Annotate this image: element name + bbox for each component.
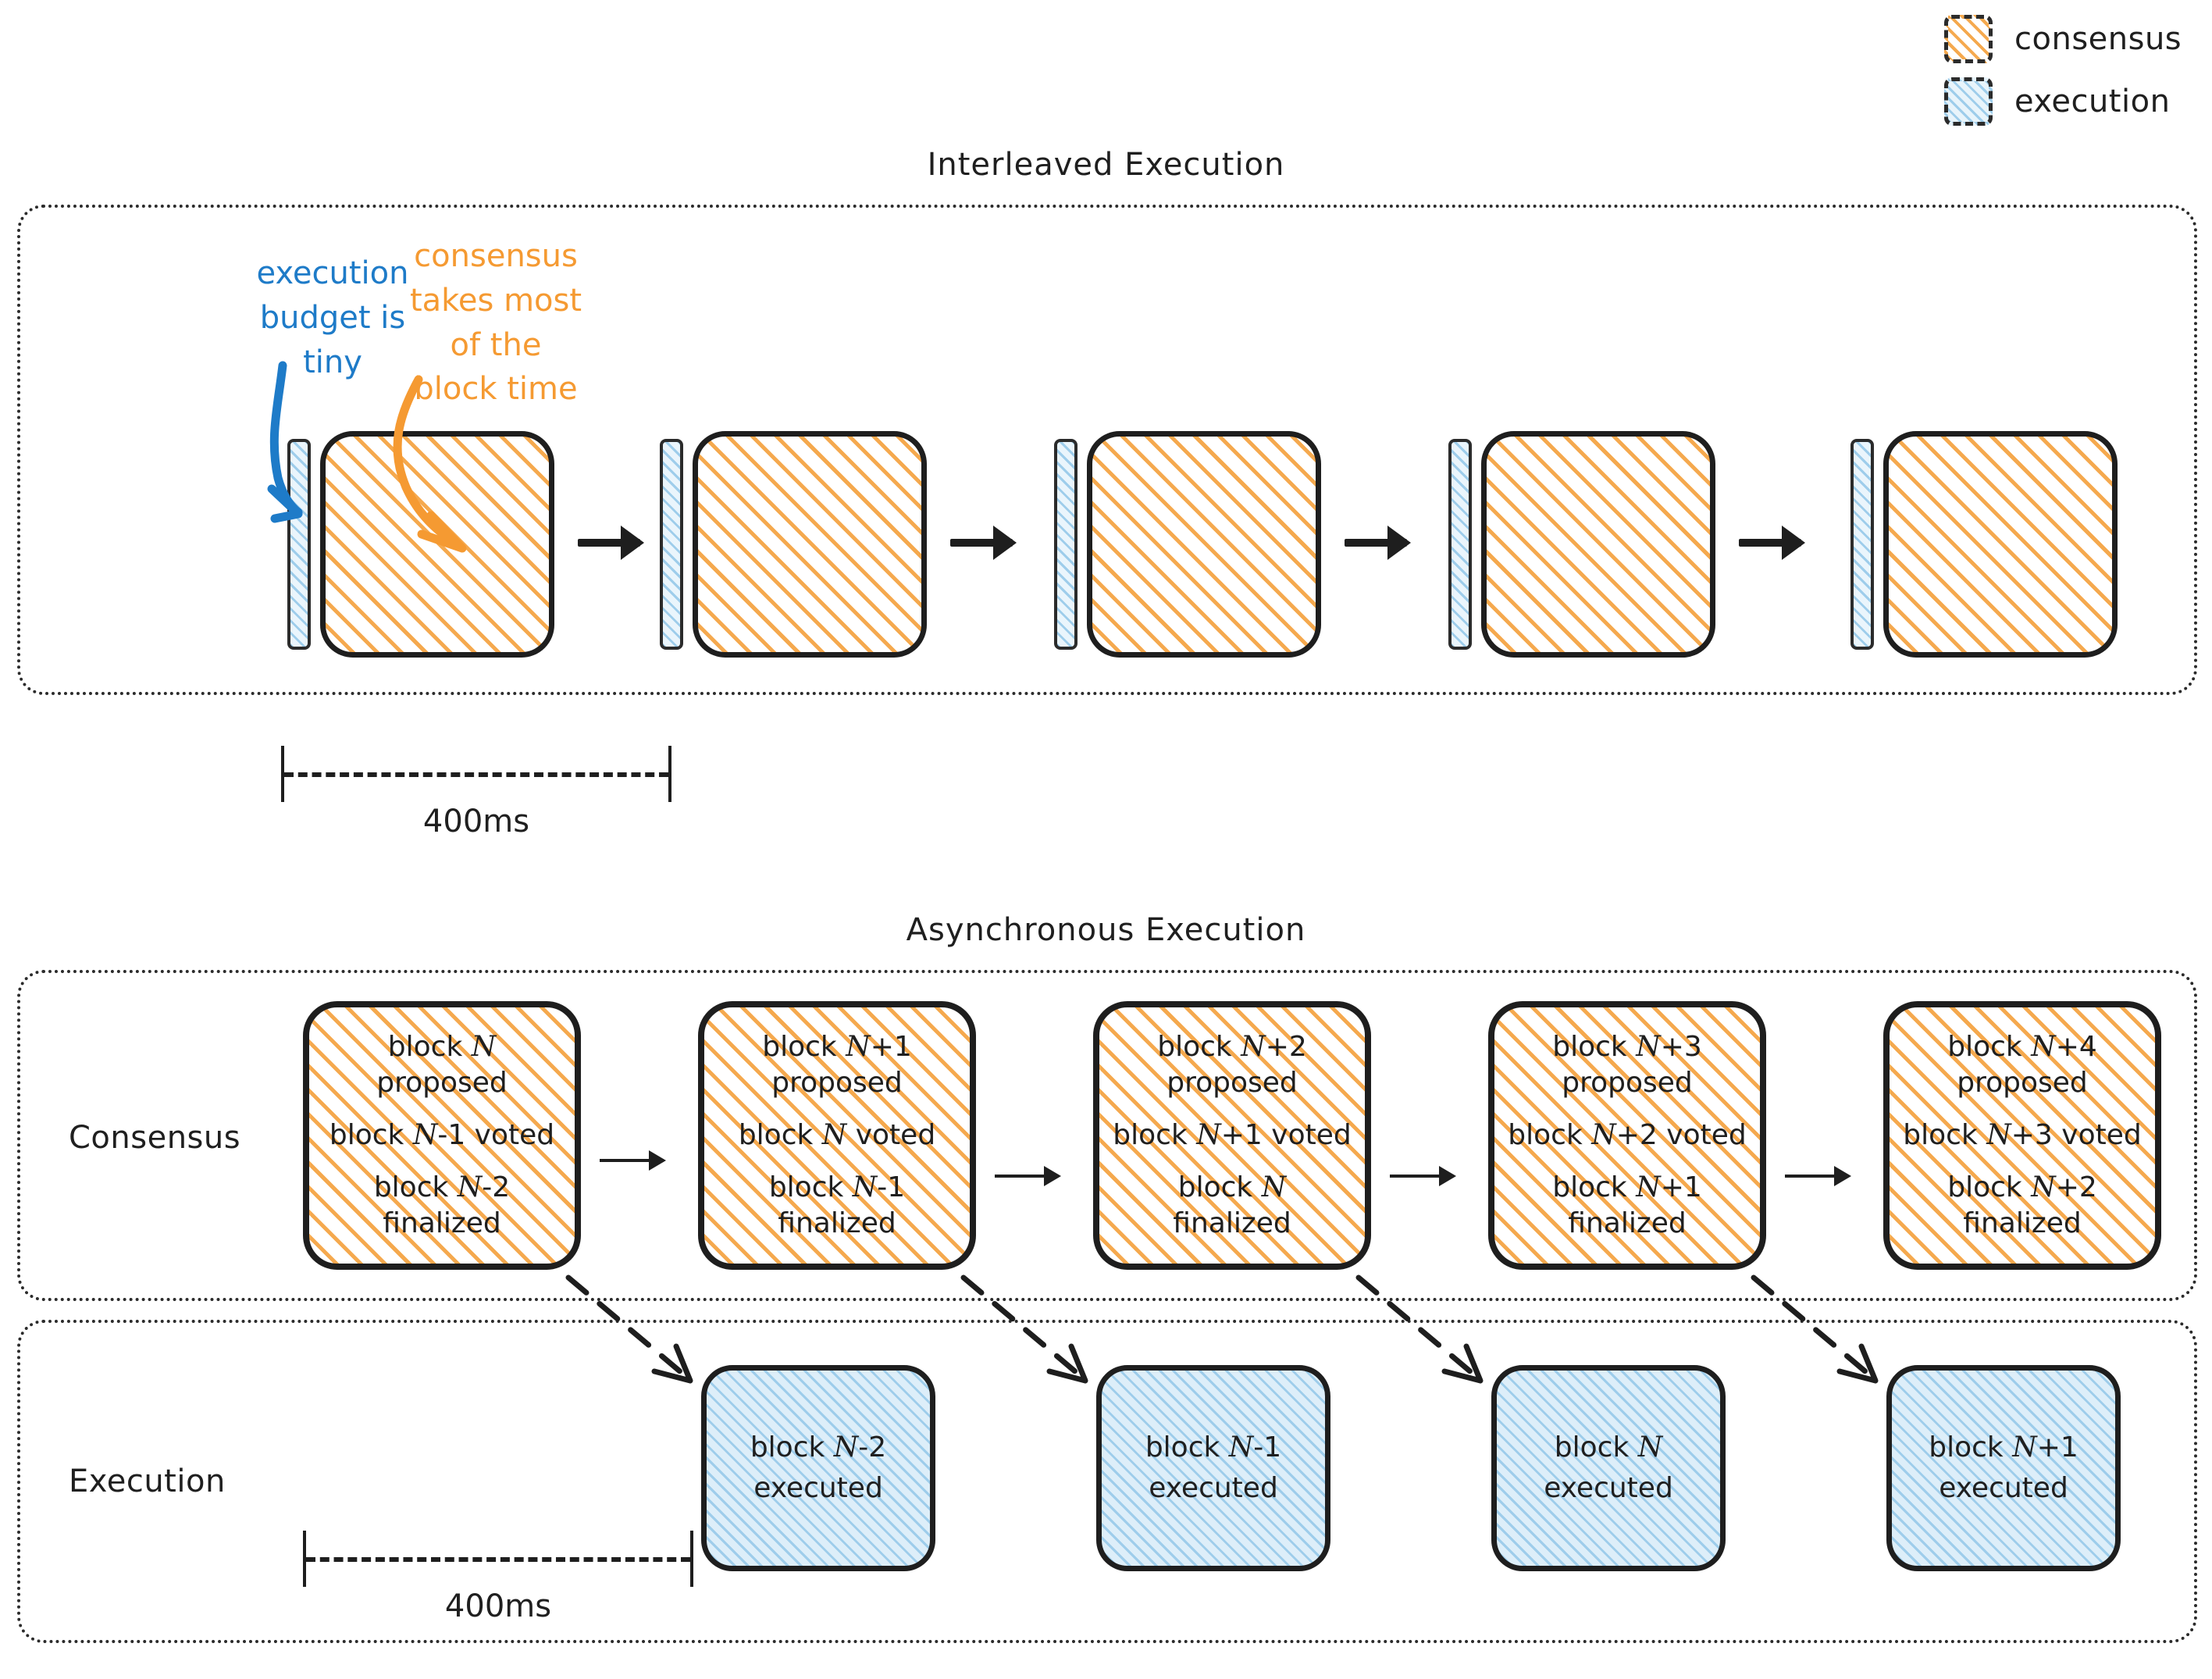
- scale-label-interleaved: 400ms: [422, 804, 530, 840]
- async-consensus-arrow-2: [995, 1166, 1061, 1186]
- execution-line-block: block N+1: [1929, 1431, 2078, 1463]
- consensus-line-voted: block N+2 voted: [1508, 1118, 1747, 1151]
- interleaved-execution-bar-3: [1054, 439, 1078, 650]
- execution-line-status: executed: [753, 1472, 883, 1504]
- legend-label-execution: execution: [2014, 84, 2171, 119]
- async-consensus-arrow-4: [1785, 1166, 1851, 1186]
- legend-item-execution: execution: [1944, 70, 2202, 133]
- async-execution-block-4: block N+1 executed: [1886, 1365, 2121, 1571]
- interleaved-consensus-block-1: [320, 431, 554, 658]
- section-title-interleaved: Interleaved Execution: [927, 147, 1285, 183]
- consensus-line-voted: block N-1 voted: [329, 1118, 555, 1151]
- interleaved-consensus-block-3: [1087, 431, 1321, 658]
- consensus-line-voted: block N voted: [738, 1118, 936, 1151]
- scale-label-async: 400ms: [444, 1588, 552, 1624]
- async-execution-block-1: block N-2 executed: [701, 1365, 935, 1571]
- execution-line-status: executed: [1544, 1472, 1673, 1504]
- interleaved-arrow-4: [1739, 526, 1805, 560]
- async-execution-block-2: block N-1 executed: [1096, 1365, 1330, 1571]
- execution-line-status: executed: [1149, 1472, 1278, 1504]
- annotation-execution-budget: execution budget is tiny: [256, 255, 409, 380]
- interleaved-consensus-block-5: [1883, 431, 2118, 658]
- async-consensus-arrow-3: [1390, 1166, 1456, 1186]
- section-title-asynchronous: Asynchronous Execution: [906, 912, 1306, 948]
- async-execution-block-3: block N executed: [1491, 1365, 1726, 1571]
- consensus-line-voted: block N+1 voted: [1113, 1118, 1352, 1151]
- interleaved-execution-bar-5: [1850, 439, 1874, 650]
- interleaved-consensus-block-4: [1481, 431, 1715, 658]
- interleaved-consensus-block-2: [693, 431, 927, 658]
- interleaved-arrow-3: [1345, 526, 1411, 560]
- interleaved-execution-bar-2: [660, 439, 683, 650]
- execution-line-block: block N-2: [750, 1431, 887, 1463]
- consensus-swatch-icon: [1944, 15, 1993, 63]
- interleaved-arrow-1: [578, 526, 644, 560]
- execution-line-block: block N: [1554, 1431, 1663, 1463]
- annotation-consensus-block-time: consensus takes most of the block time: [409, 238, 582, 408]
- consensus-line-voted: block N+3 voted: [1903, 1118, 2142, 1151]
- interleaved-arrow-2: [950, 526, 1017, 560]
- interleaved-execution-bar-4: [1448, 439, 1472, 650]
- legend: consensus execution: [1944, 8, 2202, 133]
- async-execution-container: [17, 1320, 2197, 1643]
- execution-line-status: executed: [1939, 1472, 2068, 1504]
- legend-item-consensus: consensus: [1944, 8, 2202, 70]
- interleaved-container: [17, 205, 2197, 695]
- legend-label-consensus: consensus: [2014, 21, 2182, 57]
- async-consensus-container: [17, 970, 2197, 1301]
- async-consensus-arrow-1: [600, 1150, 666, 1171]
- row-label-consensus: Consensus: [69, 1120, 241, 1156]
- row-label-execution: Execution: [69, 1463, 226, 1499]
- interleaved-execution-bar-1: [287, 439, 311, 650]
- execution-line-block: block N-1: [1145, 1431, 1282, 1463]
- execution-swatch-icon: [1944, 77, 1993, 126]
